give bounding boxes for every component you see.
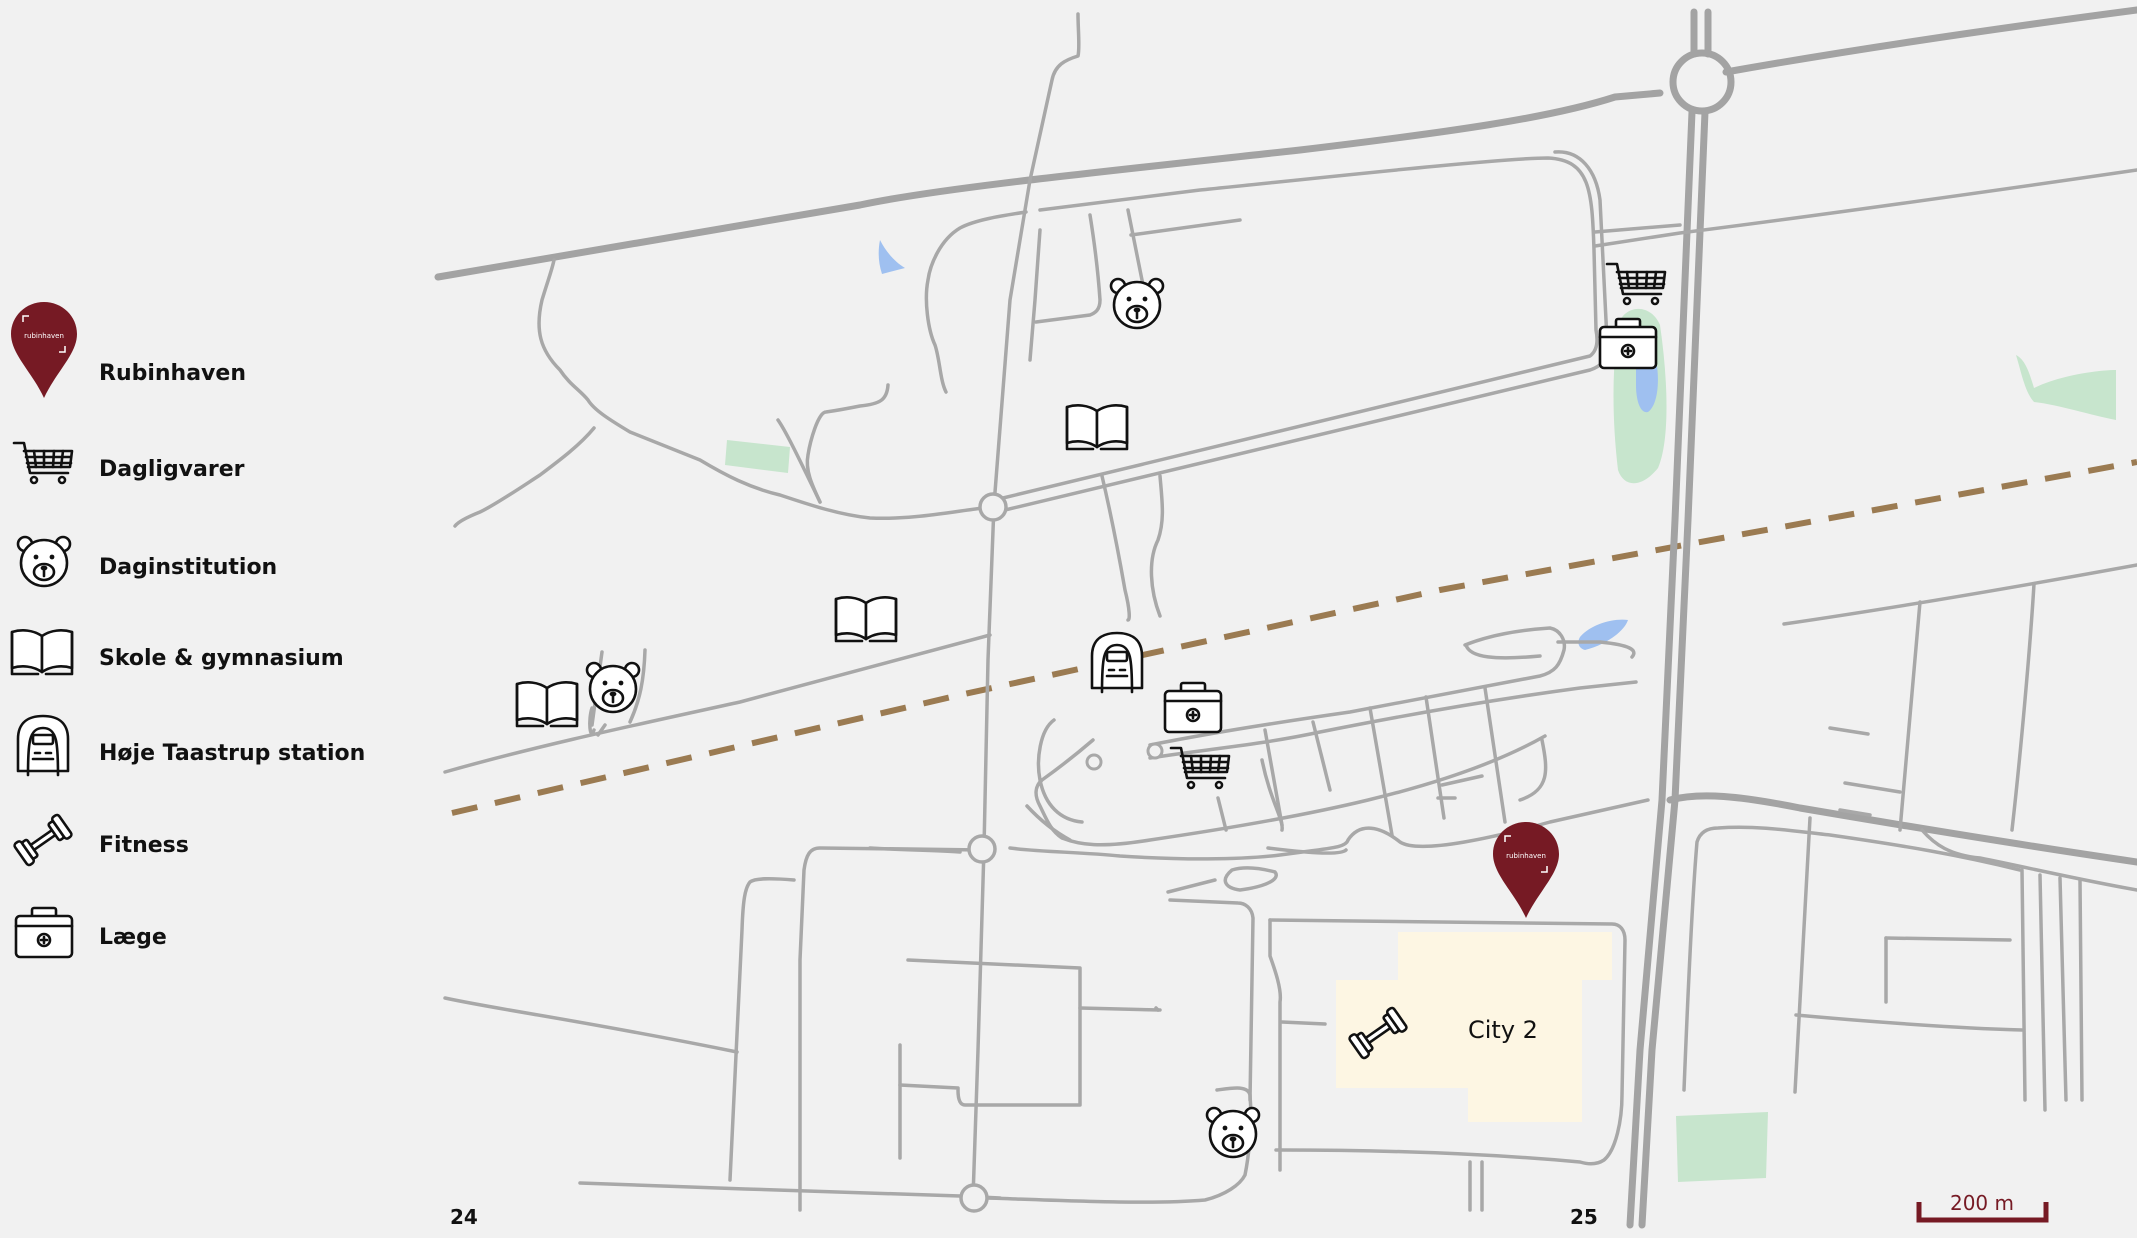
city-2-label: City 2 xyxy=(1468,1016,1538,1044)
legend-label: Læge xyxy=(99,925,167,950)
teddy-bear-icon[interactable] xyxy=(585,661,641,714)
medical-kit-icon[interactable] xyxy=(1163,681,1223,734)
scale-bar: 200 m xyxy=(1916,1191,2049,1223)
legend: rubinhaven Rubinhaven Dagligvarer Dagins… xyxy=(10,301,365,959)
legend-pin-brand-text: rubinhaven xyxy=(24,332,64,340)
teddy-bear-icon[interactable] xyxy=(1205,1106,1261,1159)
legend-item-fitness[interactable]: Fitness xyxy=(12,812,189,868)
scale-bar-label: 200 m xyxy=(1950,1191,2014,1215)
open-book-icon[interactable] xyxy=(1065,404,1129,451)
teddy-bear-icon xyxy=(16,535,72,588)
grid-label-24: 24 xyxy=(450,1205,478,1229)
legend-item-daginstitution[interactable]: Daginstitution xyxy=(16,535,277,588)
legend-item-rubinhaven[interactable]: rubinhaven Rubinhaven xyxy=(10,301,246,399)
train-icon xyxy=(16,714,70,777)
legend-item-station[interactable]: Høje Taastrup station xyxy=(16,714,365,777)
city-2-area xyxy=(1336,932,1612,1122)
legend-label: Skole & gymnasium xyxy=(99,646,344,671)
legend-label: Høje Taastrup station xyxy=(99,741,365,766)
rubinhaven-map-pin[interactable]: rubinhaven xyxy=(1492,821,1560,919)
train-icon[interactable] xyxy=(1090,631,1144,694)
legend-item-dagligvarer[interactable]: Dagligvarer xyxy=(12,441,245,485)
map-pin-icon: rubinhaven xyxy=(10,301,78,399)
medical-kit-icon[interactable] xyxy=(1598,317,1658,370)
railway xyxy=(451,459,2137,816)
open-book-icon[interactable] xyxy=(515,681,579,728)
grid-label-25: 25 xyxy=(1570,1205,1598,1229)
open-book-icon xyxy=(10,629,74,676)
main-roads xyxy=(434,6,2137,1229)
legend-item-laege[interactable]: Læge xyxy=(14,906,167,959)
minor-roads xyxy=(443,12,2137,1212)
medical-kit-icon xyxy=(14,906,74,959)
legend-label: Fitness xyxy=(99,833,189,858)
pin-brand-text: rubinhaven xyxy=(1506,852,1546,860)
legend-item-skole[interactable]: Skole & gymnasium xyxy=(10,629,344,676)
teddy-bear-icon[interactable] xyxy=(1109,277,1165,330)
open-book-icon[interactable] xyxy=(834,596,898,643)
legend-label: Daginstitution xyxy=(99,555,277,580)
legend-label: Rubinhaven xyxy=(99,361,246,386)
legend-label: Dagligvarer xyxy=(99,457,245,482)
roundabouts xyxy=(959,492,1164,1213)
